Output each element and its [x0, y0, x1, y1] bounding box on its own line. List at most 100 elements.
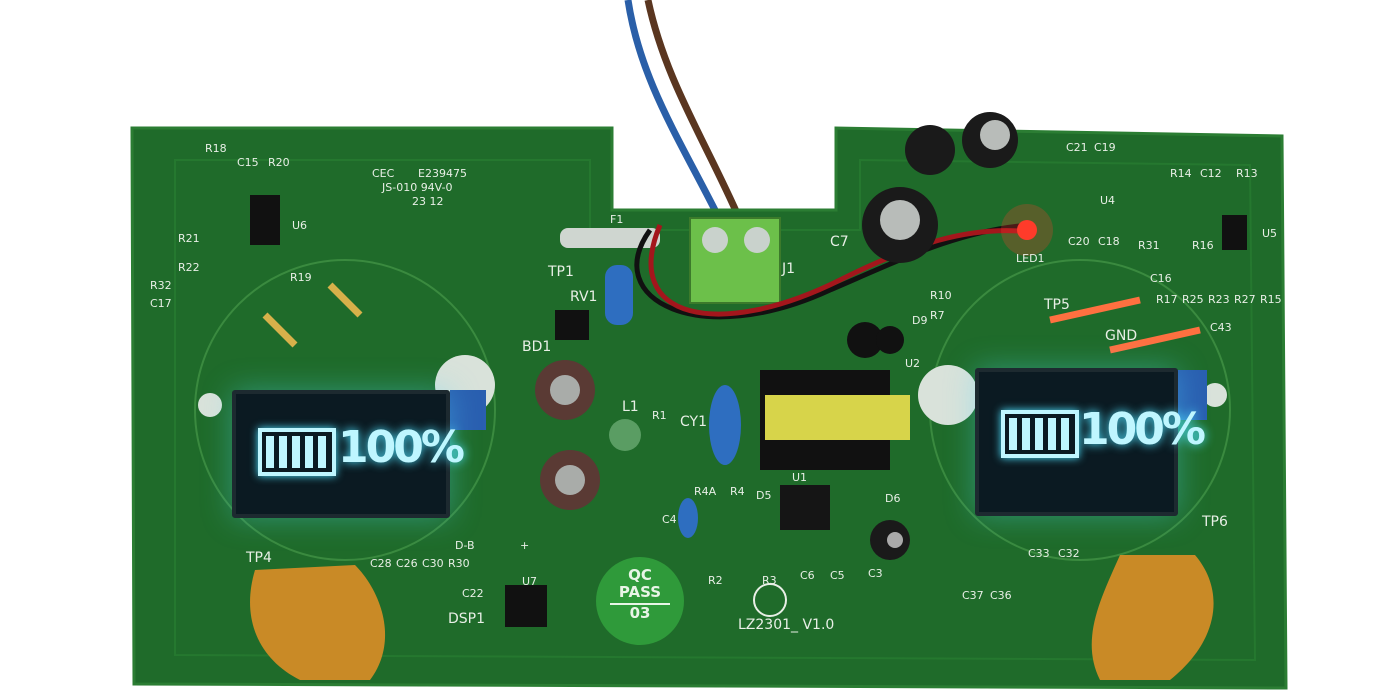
- silkscreen-label: R21: [178, 232, 200, 245]
- red-wire: [648, 224, 1031, 317]
- qc-pass-text: PASS: [618, 583, 662, 601]
- silkscreen-label: C15: [237, 156, 259, 169]
- silkscreen-label: U6: [292, 219, 308, 232]
- qc-pass-badge: QC PASS 03: [596, 557, 684, 645]
- qc-text: QC: [628, 566, 652, 584]
- board-version: LZ2301_ V1.0: [738, 617, 835, 633]
- silkscreen-label: C30: [422, 557, 444, 570]
- silkscreen-label: BD1: [522, 339, 552, 355]
- battery-icon: [1001, 410, 1079, 458]
- silkscreen-label: C18: [1098, 235, 1120, 248]
- fuse: [560, 228, 660, 248]
- silkscreen-label: R15: [1260, 293, 1282, 306]
- silkscreen-label: J1: [782, 261, 796, 277]
- silkscreen-label: R13: [1236, 167, 1258, 180]
- silkscreen-label: C19: [1094, 141, 1116, 154]
- silkscreen-label: C6: [800, 569, 815, 582]
- transformer-winding: [765, 395, 910, 440]
- silkscreen-label: R32: [150, 279, 172, 292]
- silkscreen-label: C36: [990, 589, 1012, 602]
- silkscreen-label: RV1: [570, 289, 598, 305]
- silkscreen-label: D6: [885, 492, 901, 505]
- silkscreen-label: GND: [1105, 328, 1138, 344]
- silkscreen-label: C5: [830, 569, 845, 582]
- flex-cable-right: [1091, 555, 1214, 680]
- terminal-block: [689, 217, 781, 304]
- cert-rating: JS-010 94V-0: [382, 181, 453, 194]
- battery-icon: [258, 428, 336, 476]
- silkscreen-label: C26: [396, 557, 418, 570]
- silkscreen-label: R27: [1234, 293, 1256, 306]
- silkscreen-label: C37: [962, 589, 984, 602]
- silkscreen-label: R18: [205, 142, 227, 155]
- ic-u7: [505, 585, 547, 627]
- blue-wire: [624, 0, 724, 222]
- silkscreen-label: U5: [1262, 227, 1278, 240]
- connector-right: [1175, 370, 1207, 420]
- silkscreen-label: C20: [1068, 235, 1090, 248]
- ic-u6: [250, 195, 280, 245]
- qc-number: 03: [610, 603, 670, 622]
- led: [1017, 220, 1037, 240]
- inductor: [609, 419, 641, 451]
- silkscreen-label: R23: [1208, 293, 1230, 306]
- flex-cable-left: [250, 565, 386, 680]
- silkscreen-label: R20: [268, 156, 290, 169]
- silkscreen-label: LED1: [1016, 252, 1045, 265]
- display-ring-left: [194, 259, 496, 561]
- silkscreen-label: U4: [1100, 194, 1116, 207]
- silkscreen-label: U1: [792, 471, 808, 484]
- cert-cec: CEC: [372, 167, 395, 180]
- silkscreen-label: R31: [1138, 239, 1160, 252]
- y-capacitor: [709, 385, 741, 465]
- silkscreen-label: TP4: [246, 550, 272, 566]
- silkscreen-label: L1: [622, 399, 639, 415]
- silkscreen-label: TP6: [1202, 514, 1228, 530]
- silkscreen-label: D5: [756, 489, 772, 502]
- silkscreen-label: U2: [905, 357, 921, 370]
- silkscreen-label: R14: [1170, 167, 1192, 180]
- silkscreen-label: C12: [1200, 167, 1222, 180]
- silkscreen-label: R3: [762, 574, 777, 587]
- date-code: 23 12: [412, 195, 444, 208]
- silkscreen-label: R17: [1156, 293, 1178, 306]
- silkscreen-label: D9: [912, 314, 928, 327]
- connector-left: [450, 390, 486, 430]
- silkscreen-label: U7: [522, 575, 538, 588]
- silkscreen-label: R25: [1182, 293, 1204, 306]
- silkscreen-label: R4A: [694, 485, 717, 498]
- silkscreen-label: D-B: [455, 539, 475, 552]
- silkscreen-label: R10: [930, 289, 952, 302]
- silkscreen-label: C33: [1028, 547, 1050, 560]
- silkscreen-label: C17: [150, 297, 172, 310]
- ic-u1: [780, 485, 830, 530]
- silkscreen-label: R22: [178, 261, 200, 274]
- silkscreen-label: R16: [1192, 239, 1214, 252]
- pogo-pin: [1049, 296, 1141, 324]
- pogo-pin: [262, 312, 298, 348]
- silkscreen-label: C4: [662, 513, 677, 526]
- brand-logo: [753, 583, 787, 617]
- pcb-board: [130, 126, 1288, 690]
- silkscreen-label: C32: [1058, 547, 1080, 560]
- battery-percent: 100%: [338, 422, 465, 473]
- black-wire: [634, 222, 1031, 320]
- brown-wire: [644, 0, 744, 222]
- silkscreen-label: +: [520, 539, 530, 552]
- silkscreen-label: C22: [462, 587, 484, 600]
- bridge-rectifier: [555, 310, 589, 340]
- silkscreen-label: C3: [868, 567, 883, 580]
- oled-display-right: 100%: [975, 368, 1206, 516]
- silkscreen-label: R1: [652, 409, 667, 422]
- silkscreen-label: CY1: [680, 414, 707, 430]
- silkscreen-label: C16: [1150, 272, 1172, 285]
- silkscreen-label: C7: [830, 234, 849, 250]
- silkscreen-label: R2: [708, 574, 723, 587]
- silkscreen-label: R30: [448, 557, 470, 570]
- silkscreen-label: DSP1: [448, 611, 486, 627]
- silkscreen-label: C28: [370, 557, 392, 570]
- silkscreen-label: C21: [1066, 141, 1088, 154]
- battery-percent: 100%: [1079, 404, 1206, 455]
